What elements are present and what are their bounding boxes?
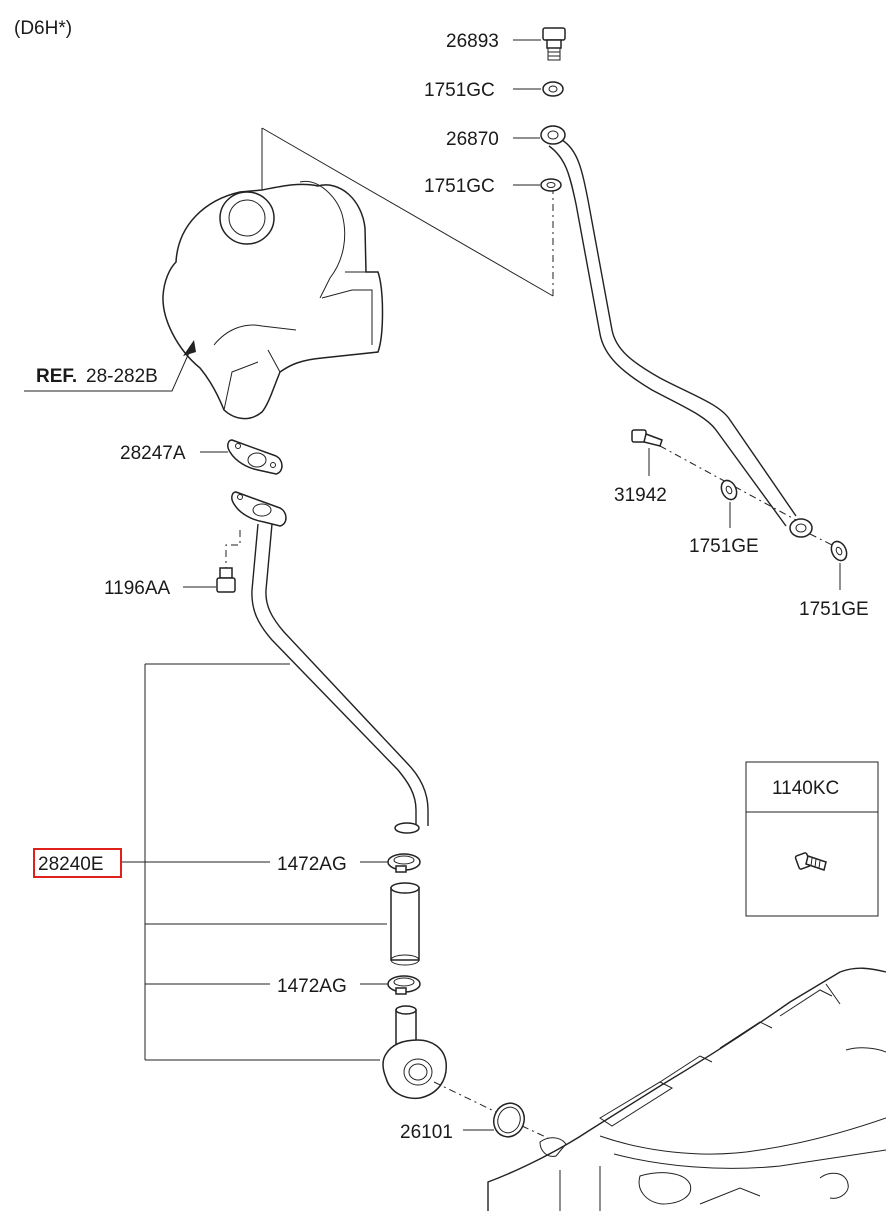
highlight-box <box>33 848 122 878</box>
gasket-28247a-drawing <box>227 439 283 475</box>
bolt-icon <box>794 852 827 871</box>
label-31942: 31942 <box>614 485 667 506</box>
callout-box-1140kc: 1140KC <box>745 761 879 917</box>
washer-1751gc-lower-drawing <box>540 178 562 192</box>
label-1751ge-1: 1751GE <box>689 536 759 557</box>
label-1751ge-2: 1751GE <box>799 599 869 620</box>
label-28247a: 28247A <box>120 443 186 464</box>
engine-block-drawing <box>487 967 886 1211</box>
callout-title: 1140KC <box>772 778 839 799</box>
label-1472ag-upper: 1472AG <box>277 854 347 875</box>
washer-1751ge-1-drawing <box>720 479 738 501</box>
label-1751gc-lower: 1751GC <box>424 176 495 197</box>
ref-prefix: REF. <box>36 366 77 387</box>
label-26893: 26893 <box>446 31 499 52</box>
bolt-26893-drawing <box>542 27 566 61</box>
clamp-1472ag-upper-drawing <box>387 853 421 873</box>
clamp-1472ag-lower-drawing <box>387 975 421 995</box>
label-1472ag-lower: 1472AG <box>277 976 347 997</box>
drain-fitting-drawing <box>382 1005 447 1100</box>
washer-1751ge-2-drawing <box>830 540 848 562</box>
assembly-bracket-lines <box>121 663 387 1061</box>
drain-pipe-drawing <box>231 491 429 834</box>
oring-26101-drawing <box>433 1081 549 1139</box>
reference-callout: REF. 28-282B <box>24 340 196 392</box>
label-1751gc-top: 1751GC <box>424 80 495 101</box>
bolt-31942-drawing <box>631 429 663 447</box>
turbocharger-drawing <box>162 127 554 420</box>
label-26870: 26870 <box>446 129 499 150</box>
hose-drawing <box>390 882 420 966</box>
ref-code: 28-282B <box>86 366 158 387</box>
ref-arrow-icon <box>183 340 196 356</box>
washer-1751gc-top-drawing <box>542 81 564 97</box>
variant-label: (D6H*) <box>14 18 72 39</box>
label-26101: 26101 <box>400 1122 453 1143</box>
eye-fitting-26870-drawing <box>540 125 566 145</box>
label-1196aa: 1196AA <box>104 578 171 599</box>
oil-feed-pipe-drawing <box>548 139 813 538</box>
label-28240e[interactable]: 28240E <box>38 854 104 875</box>
bolt-1196aa-drawing <box>216 530 241 593</box>
